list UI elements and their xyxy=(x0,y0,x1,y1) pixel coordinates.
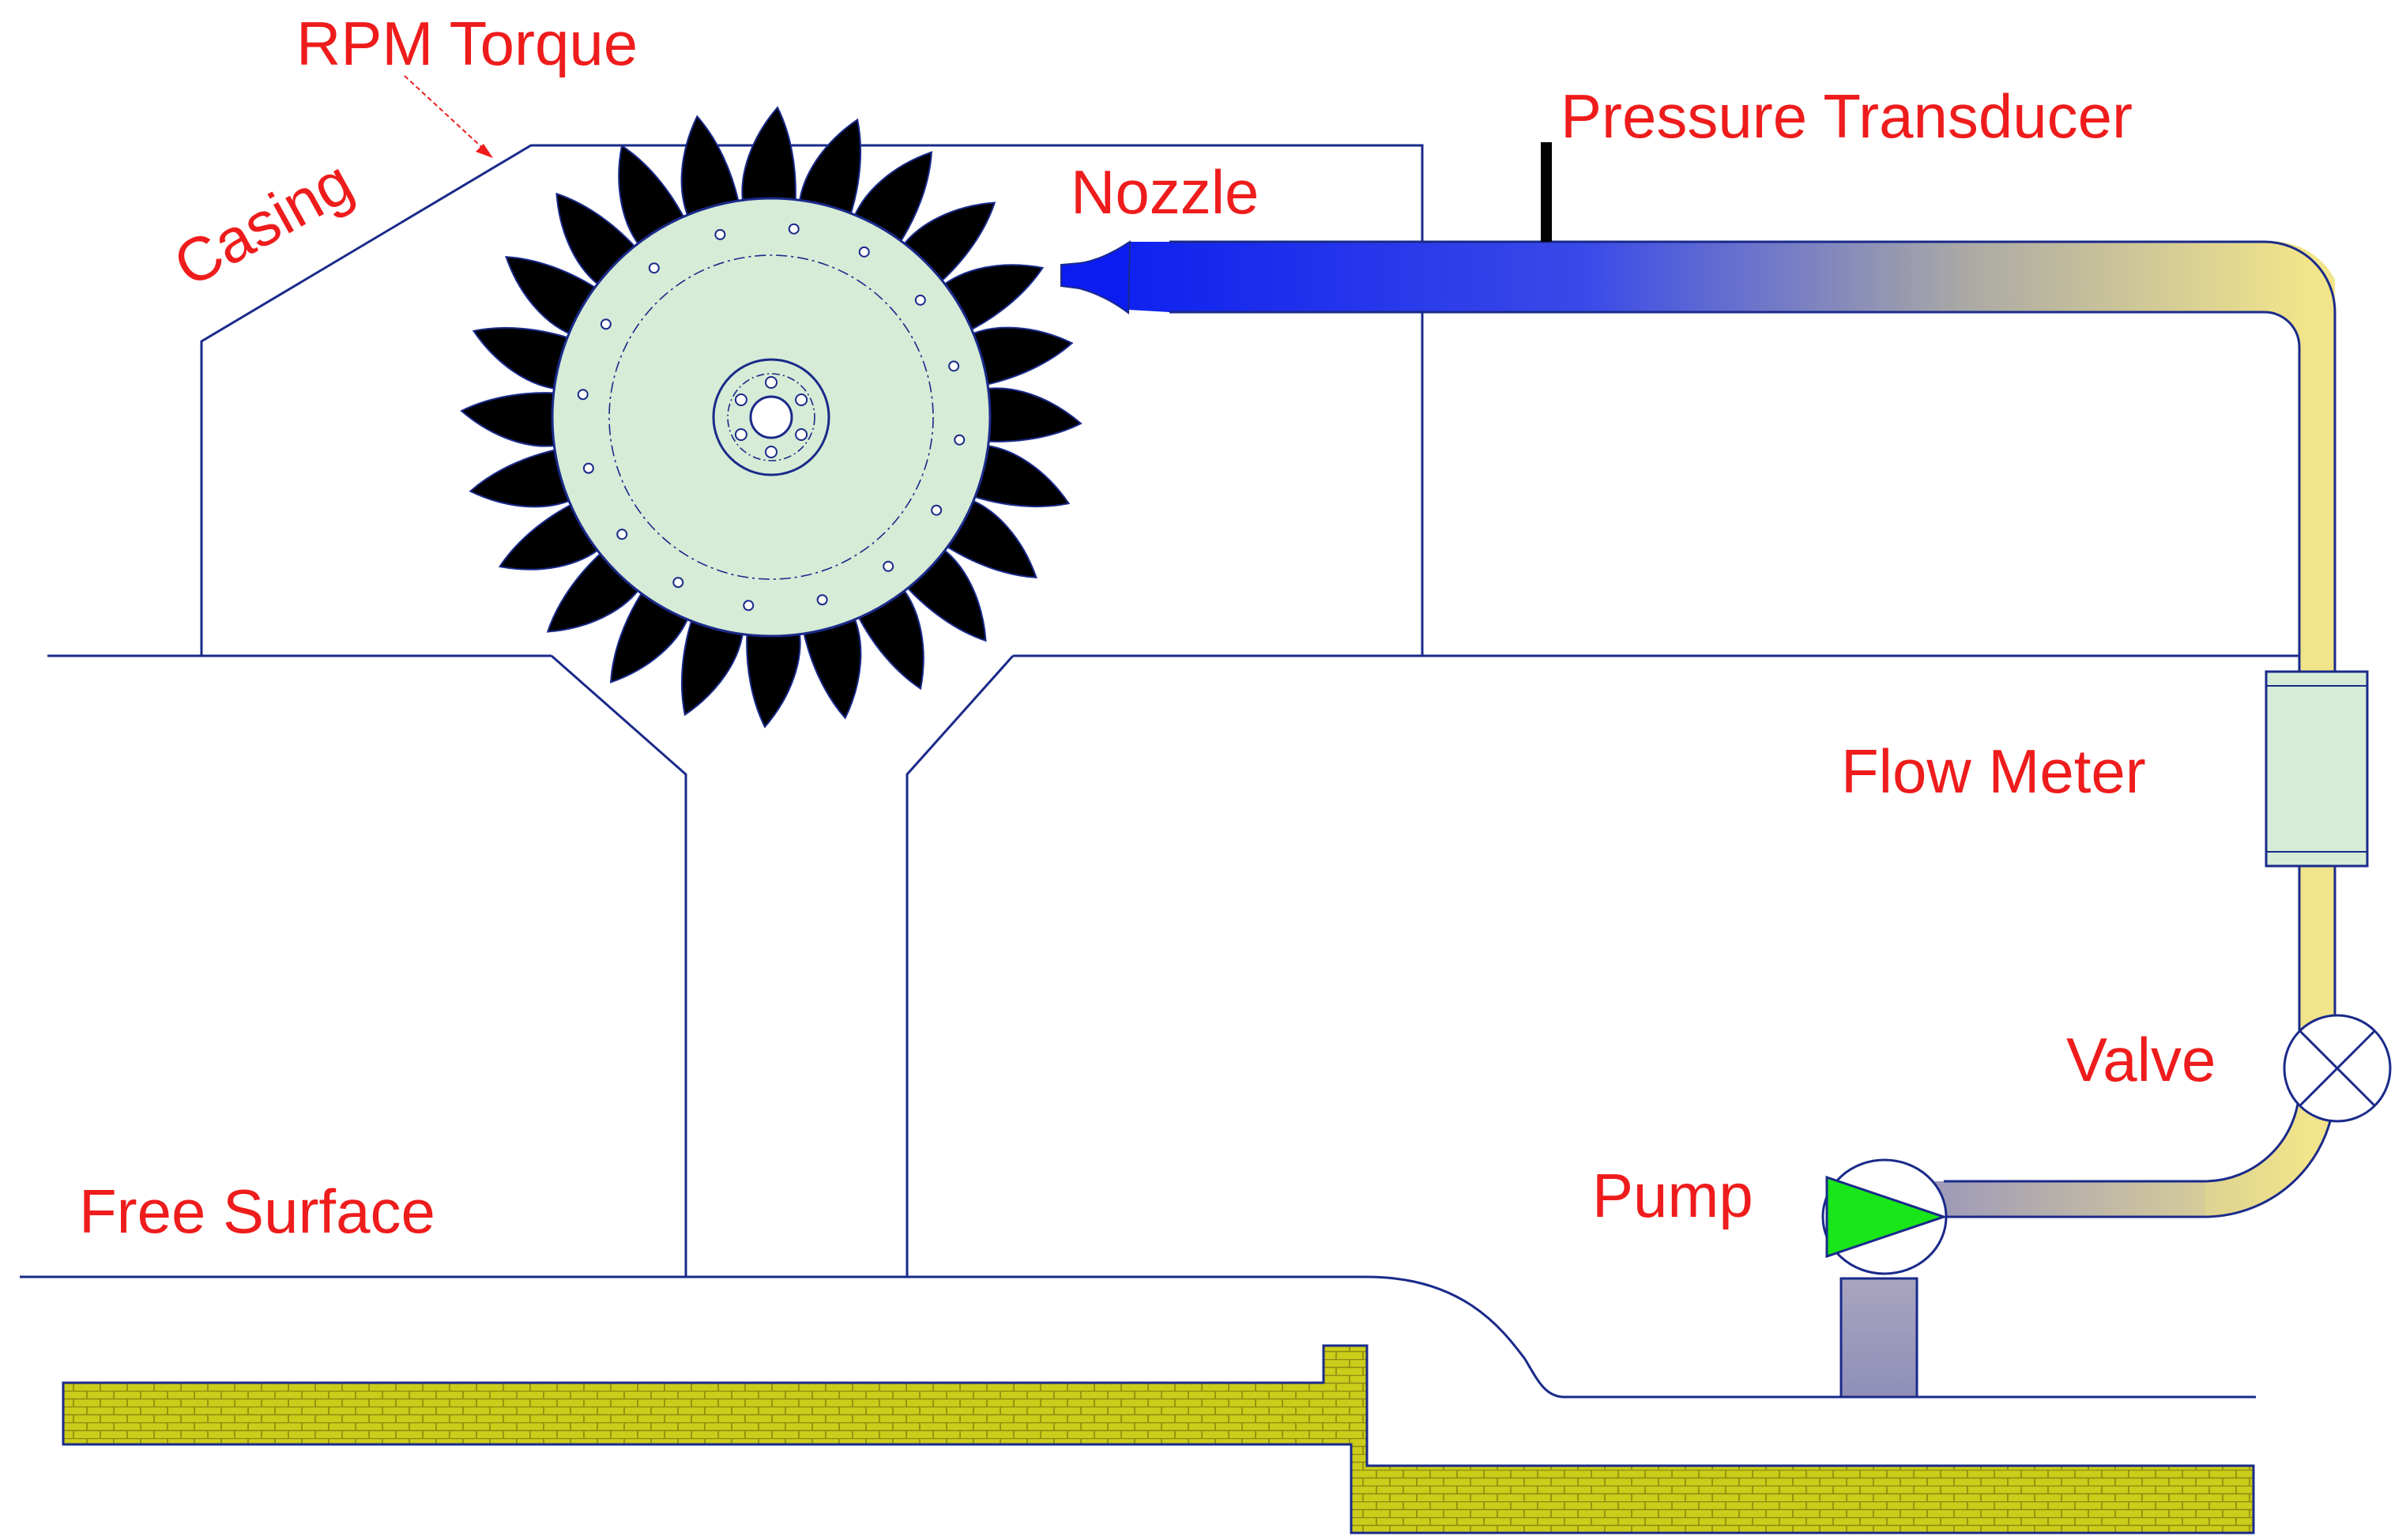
penstock-pipe xyxy=(1061,240,2336,1399)
runner-bucket xyxy=(472,326,578,391)
label-casing: Casing xyxy=(163,146,364,300)
runner-bolt xyxy=(948,360,960,372)
runner-bucket xyxy=(741,106,796,211)
runner-bolt xyxy=(788,223,800,235)
runner-bolt xyxy=(577,389,589,401)
runner-bolt xyxy=(582,462,594,474)
runner-bolt xyxy=(914,294,926,306)
runner-bolts xyxy=(577,223,966,612)
label-free-surface: Free Surface xyxy=(79,1177,435,1246)
runner-bucket xyxy=(469,446,579,508)
runner-bucket xyxy=(680,115,742,225)
runner-bucket xyxy=(680,610,745,717)
runner-bucket xyxy=(977,387,1083,442)
runner-bolt xyxy=(931,504,943,516)
rpm-torque-leader xyxy=(404,75,493,158)
hub-bolt xyxy=(795,428,808,441)
runner-bucket xyxy=(964,443,1071,508)
hub-bolt xyxy=(734,428,747,441)
runner-bucket xyxy=(460,392,565,447)
nozzle xyxy=(1060,240,1131,314)
runner-bucket xyxy=(963,326,1074,388)
label-valve: Valve xyxy=(2066,1025,2216,1094)
label-pump: Pump xyxy=(1592,1161,1753,1230)
hub-bolt xyxy=(765,376,778,389)
hub-bolt xyxy=(795,393,808,406)
hub-bolts xyxy=(734,376,808,458)
runner-bucket xyxy=(800,609,862,720)
runner-buckets xyxy=(460,106,1083,729)
free-surface-lines xyxy=(20,1275,2256,1399)
ground-foundation xyxy=(62,1344,2255,1534)
pump xyxy=(1821,1158,1948,1275)
label-nozzle: Nozzle xyxy=(1071,157,1259,227)
runner-bolt xyxy=(954,434,966,446)
pelton-runner xyxy=(460,106,1083,729)
runner-bolt xyxy=(816,594,828,606)
runner-bucket xyxy=(797,118,862,224)
hub-bolt xyxy=(734,393,747,406)
label-flow-meter: Flow Meter xyxy=(1841,736,2146,806)
runner-bolt xyxy=(883,560,894,572)
runner-bolt xyxy=(600,318,612,330)
runner-pit xyxy=(47,654,2299,1277)
pressure-transducer xyxy=(1541,142,1552,242)
runner-bolt xyxy=(743,600,755,612)
runner-bolt xyxy=(858,246,870,258)
flow-meter xyxy=(2265,670,2369,868)
label-rpm-torque: RPM Torque xyxy=(296,9,638,78)
runner-bolt xyxy=(672,577,684,589)
label-pressure-transducer: Pressure Transducer xyxy=(1561,81,2133,151)
runner-bolt xyxy=(616,529,628,540)
casing-outline xyxy=(200,144,1424,656)
valve xyxy=(2283,1014,2392,1123)
runner-bolt xyxy=(714,228,726,240)
runner-bucket xyxy=(746,623,801,729)
hub-bolt xyxy=(765,446,778,458)
runner-bolt xyxy=(648,262,660,274)
